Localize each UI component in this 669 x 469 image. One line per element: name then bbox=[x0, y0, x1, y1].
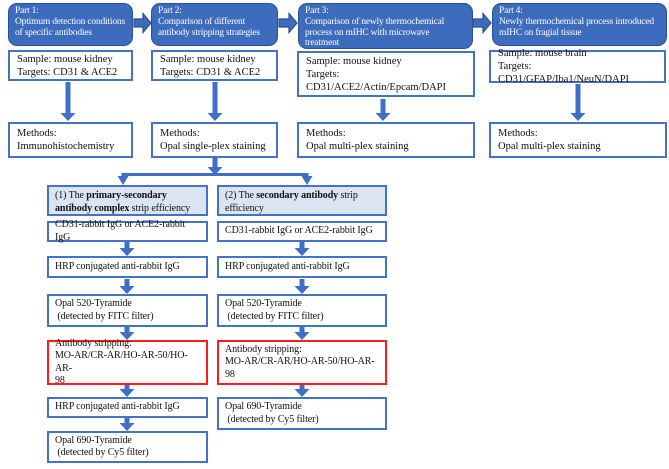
branch1-step-hrp-1: HRP conjugated anti-rabbit IgG bbox=[47, 256, 208, 278]
branch1-arrow-5-icon bbox=[119, 418, 135, 431]
arrow-sample3-to-methods3-icon bbox=[375, 99, 391, 121]
methods-box-part-2: Methods: Opal single-plex staining bbox=[151, 122, 278, 158]
branch2-header-suffix: strip efficiency bbox=[225, 190, 358, 214]
methods-box-part-3: Methods: Opal multi-plex staining bbox=[297, 122, 475, 158]
branch1-header-prefix: (1) The bbox=[55, 190, 87, 201]
methods-box-part-1: Methods: Immunohistochemistry bbox=[8, 122, 133, 158]
branch1-step-hrp-2: HRP conjugated anti-rabbit IgG bbox=[47, 397, 208, 418]
branch2-arrow-1-icon bbox=[294, 242, 310, 256]
branch1-step-primary-antibody: CD31-rabbit IgG or ACE2-rabbit IgG bbox=[47, 219, 208, 243]
methods-box-part-4: Methods: Opal multi-plex staining bbox=[489, 122, 667, 158]
banner-part-1: Part 1: Optimum detection conditions of … bbox=[8, 3, 133, 46]
banner-part-3: Part 3: Comparison of newly thermochemic… bbox=[298, 3, 473, 49]
branch2-arrow-4-icon bbox=[294, 385, 310, 397]
branch1-step-antibody-stripping: Antibody stripping: MO-AR/CR-AR/HO-AR-50… bbox=[47, 338, 208, 386]
sample-box-part-4: Sample: mouse brain Targets: CD31/GFAP/I… bbox=[489, 48, 666, 85]
branch1-arrow-2-icon bbox=[119, 279, 135, 294]
arrow-sample2-to-methods2-icon bbox=[207, 82, 223, 121]
branch1-step-opal520: Opal 520-Tyramide (detected by FITC filt… bbox=[47, 294, 208, 327]
sample-box-part-1: Sample: mouse kidney Targets: CD31 & ACE… bbox=[8, 50, 133, 81]
block-arrow-part1-to-part2-icon bbox=[133, 11, 152, 35]
sample-box-part-3: Sample: mouse kidney Targets: CD31/ACE2/… bbox=[297, 51, 475, 97]
branch2-step-opal690: Opal 690-Tyramide (detected by Cy5 filte… bbox=[217, 397, 387, 430]
branch1-arrow-1-icon bbox=[119, 242, 135, 256]
branch2-header: (2) The secondary antibody strip efficie… bbox=[217, 185, 387, 216]
bran2-step-opal520: Opal 520-Tyramide (detected by FITC filt… bbox=[217, 294, 387, 327]
branch1-header-suffix: strip efficiency bbox=[129, 202, 191, 214]
block-arrow-part3-to-part4-icon bbox=[472, 11, 492, 35]
branch2-step-antibody-stripping: Antibody stripping: MO-AR/CR-AR/HO-AR-50… bbox=[217, 340, 387, 385]
branch-connector bbox=[117, 158, 313, 185]
branch1-header: (1) The primary-secondary antibody compl… bbox=[47, 185, 208, 216]
branch2-arrow-3-icon bbox=[294, 327, 310, 340]
arrow-sample1-to-methods1-icon bbox=[60, 82, 76, 121]
banner-part-2: Part 2: Comparison of different antibody… bbox=[151, 3, 278, 46]
branch2-arrow-2-icon bbox=[294, 279, 310, 294]
banner-part-4: Part 4: Newly thermochemical process int… bbox=[492, 3, 667, 46]
branch2-step-hrp-1: HRP conjugated anti-rabbit IgG bbox=[217, 256, 387, 278]
branch1-step-opal690: Opal 690-Tyramide (detected by Cy5 filte… bbox=[47, 431, 208, 463]
branch1-header-bold: primary-secondary antibody complex bbox=[55, 190, 167, 214]
branch2-header-prefix: (2) The bbox=[225, 190, 257, 201]
arrow-sample4-to-methods4-icon bbox=[570, 84, 586, 121]
branch2-step-primary-antibody: CD31-rabbit IgG or ACE2-rabbit IgG bbox=[217, 221, 387, 242]
branch2-header-bold: secondary antibody bbox=[256, 190, 339, 201]
sample-box-part-2: Sample: mouse kidney Targets: CD31 & ACE… bbox=[151, 50, 278, 81]
block-arrow-part2-to-part3-icon bbox=[278, 11, 298, 35]
